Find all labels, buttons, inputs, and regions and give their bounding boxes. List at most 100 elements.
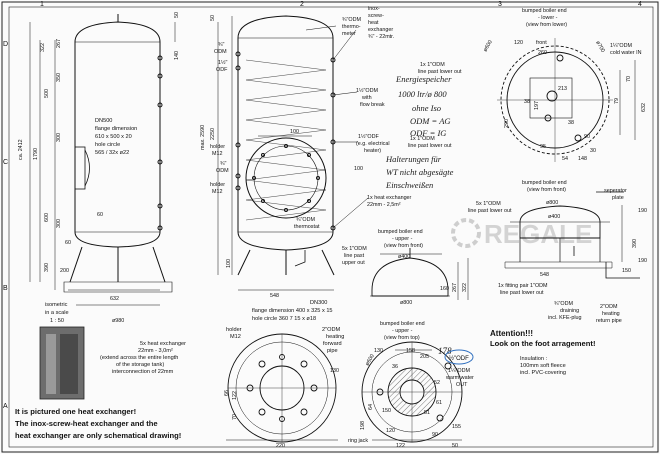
thermometer-l1: ¾"ODM xyxy=(342,17,361,23)
pipe-lower2-l2: line past lower out xyxy=(408,143,452,149)
forward-l1: 2"ODM xyxy=(322,327,340,333)
hw-line-4: ODM = AG xyxy=(410,116,451,126)
ring-jack-label: ring jack xyxy=(348,438,368,444)
mid-dim-100c: 100 xyxy=(226,259,232,268)
odm-top-l1: ¾" xyxy=(218,42,224,48)
iso-line-1: isometric xyxy=(45,302,68,308)
overall-height-dim: ca. 2412 xyxy=(18,139,24,160)
dim-300b: 300 xyxy=(56,219,62,228)
attention-text: Look on the foot arragement! xyxy=(490,339,595,348)
hw-line-7: WT nicht abgesägte xyxy=(386,167,454,177)
grid-top-1: 1 xyxy=(40,1,44,8)
cold-water-l1: 1¼"ODM xyxy=(610,43,632,49)
grid-left-c: C xyxy=(3,159,8,166)
inox-l5: ¾" - 22mtr. xyxy=(368,34,394,40)
top-dim-198: 198 xyxy=(360,421,366,430)
top-dim-130: 130 xyxy=(374,348,383,354)
holder-bottom-l2: M12 xyxy=(230,334,241,340)
hw-line-5: ODF = IG xyxy=(410,128,446,138)
mid-dim-max: max. 2590 xyxy=(200,125,206,150)
forward-l2: heating xyxy=(326,334,344,340)
inox-l1: inox- xyxy=(368,6,380,12)
heat-ex-l5: interconnection of 22mm xyxy=(112,369,174,375)
bumped-front-text: bumped boiler end (view from front) 5x 1… xyxy=(468,180,647,324)
dim-500: 500 xyxy=(44,89,50,98)
lower-dim-260: 260 xyxy=(538,50,547,56)
front-dim-800: ø800 xyxy=(546,200,558,206)
lower-dim-290: 290 xyxy=(504,119,510,128)
bl-dim-220: 220 xyxy=(276,443,285,449)
pipe-lower2-l1: 1x 1"ODM xyxy=(410,136,435,142)
bl-dim-70: 70 xyxy=(232,414,238,420)
draining-l2: draining xyxy=(560,308,579,314)
insulation-note: Insulation : 100mm soft fleece incl. PVC… xyxy=(520,356,566,376)
lower-dim-120: 120 xyxy=(514,40,523,46)
upper-dim-800: ø800 xyxy=(400,300,412,306)
disclaimer-l1: It is pictured one heat exchanger! xyxy=(15,407,136,416)
top-dim-155: 155 xyxy=(452,424,461,430)
front-dim-190b: 190 xyxy=(638,258,647,264)
cold-water-l2: cold water IN xyxy=(610,50,642,56)
bumped-front-view xyxy=(504,191,640,279)
electrical-l1: 1½"ODF xyxy=(358,133,379,140)
dim-322: 322 xyxy=(40,43,46,52)
lower-dim-38b: 38 xyxy=(568,120,574,126)
disclaimer-l2: The inox-screw-heat exchanger and the xyxy=(15,419,158,428)
upper-dim-267: 267 xyxy=(452,283,458,292)
heat-ex-l3: (extend across the entire length xyxy=(100,355,178,361)
iso-line-2: in a scale xyxy=(45,310,69,316)
lower-boiler-end-view xyxy=(497,38,636,162)
lower-dim-54: 54 xyxy=(562,156,568,162)
bottom-left-plan xyxy=(226,333,338,443)
heat-ex-l1: 5x heat exchanger xyxy=(140,341,186,347)
top-dim-51: 51 xyxy=(424,410,430,416)
dn500-line-2: flange dimension xyxy=(95,126,137,132)
isometric-view: isometric in a scale 1 : 50 xyxy=(39,302,85,400)
thermometer-l2: thermo- xyxy=(342,24,361,30)
heat-ex-1x-l1: 1x heat exchanger xyxy=(367,195,412,201)
front-dim-390: 390 xyxy=(632,239,638,248)
disclaimer-l3: heat exchanger are only schematical draw… xyxy=(15,431,181,440)
top-dim-120: 120 xyxy=(386,428,395,434)
lower-dim-79: 79 xyxy=(614,98,620,104)
lower-title-l2: - lower - xyxy=(538,15,558,21)
lower-dim-148: 148 xyxy=(578,156,587,162)
holder2-l1: holder xyxy=(210,182,225,188)
top-dim-64: 64 xyxy=(368,404,374,410)
front-pipe-l1: 5x 1"ODM xyxy=(476,201,501,207)
schematic-disclaimer: It is pictured one heat exchanger! The i… xyxy=(15,407,181,440)
dn300-l1: DN300 xyxy=(310,300,327,306)
lower-dim-90: 90 xyxy=(584,134,590,140)
dim-350: 350 xyxy=(56,73,62,82)
holder1-l2: M12 xyxy=(212,151,223,157)
top-dim-90: 90 xyxy=(432,432,438,438)
dim-267: 267 xyxy=(56,39,62,48)
holder-bottom-l1: holder xyxy=(226,327,242,333)
dim-980: ø980 xyxy=(112,318,124,324)
separator-l2: plate xyxy=(612,195,624,201)
insulation-l2: 100mm soft fleece xyxy=(520,363,566,369)
hw-note-178: 178 xyxy=(438,346,452,356)
front-dim-150: 150 xyxy=(622,268,631,274)
flow-break-l2: with xyxy=(361,95,372,101)
left-tank-text: ca. 2412 1790 322 267 350 500 300 600 30… xyxy=(18,12,180,324)
upper-pipe-l3: upper out xyxy=(342,260,365,266)
dn500-line-4: hole circle xyxy=(95,142,120,148)
grid-left-a: A xyxy=(3,403,8,410)
forward-l4: pipe xyxy=(327,348,338,354)
warm-l1: 1¼"ODM xyxy=(448,368,470,374)
heating-return-l1: 2"ODM xyxy=(600,304,618,310)
grid-left-b: B xyxy=(3,285,8,292)
lower-boiler-text: bumped boiler end - lower - (view from l… xyxy=(408,8,647,162)
inox-l2: screw- xyxy=(368,13,384,19)
bottom-left-text: 66 122 70 220 130 xyxy=(224,368,339,449)
mid-dim-50: 50 xyxy=(210,15,216,21)
hw-line-2: 1000 ltr/ø 800 xyxy=(398,89,447,99)
height-1790-dim: 1790 xyxy=(33,148,39,160)
attention-note: Attention!!! Look on the foot arragement… xyxy=(490,329,595,348)
top-dim-52: 52 xyxy=(434,380,440,386)
flow-break-l3: flow break xyxy=(360,102,385,108)
lower-dim-38a: 38 xyxy=(524,99,530,105)
bumped-upper-view xyxy=(370,248,469,300)
